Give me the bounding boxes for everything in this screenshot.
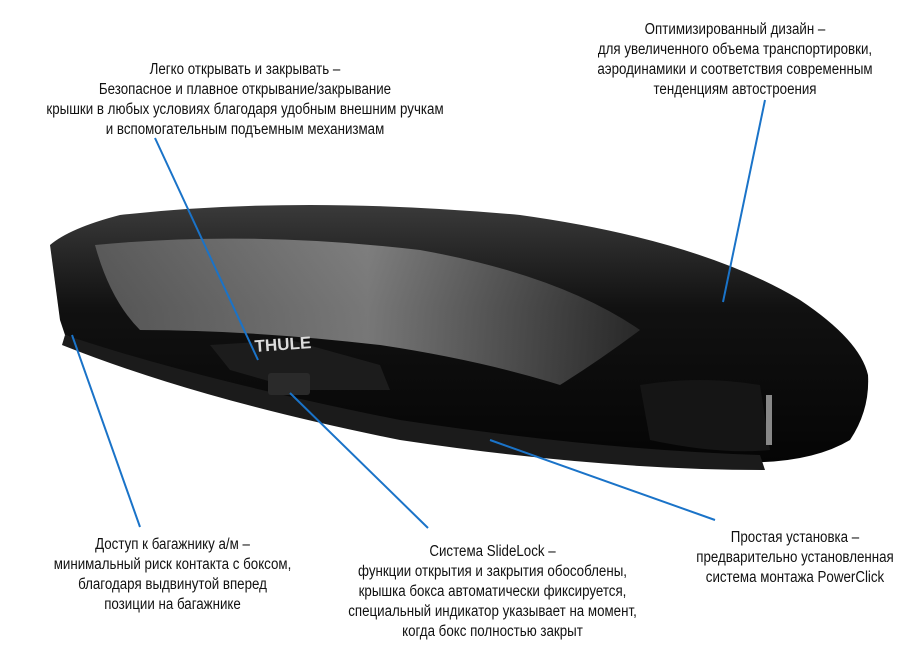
leader-slidelock [289,392,429,529]
callout-line: крышка бокса автоматически фиксируется, [358,583,627,600]
callout-line: аэродинамики и соответствия современным [597,61,873,78]
callout-line: Оптимизированный дизайн – [644,21,826,38]
leader-easy-open [154,137,259,361]
callout-line: минимальный риск контакта с боксом, [53,556,292,573]
leader-design [722,99,766,303]
callout-line: и вспомогательным подъемным механизмам [105,121,385,138]
callout-slidelock: Система SlideLock – функции открытия и з… [327,542,658,642]
callout-line: Система SlideLock – [429,543,556,560]
callout-line: для увеличенного объема транспортировки, [597,41,873,58]
callout-line: предварительно установленная [696,549,894,566]
callout-line: функции открытия и закрытия обособлены, [358,563,627,580]
callout-line: Безопасное и плавное открывание/закрыван… [98,81,392,98]
leader-trunk-access [71,334,141,528]
callout-easy-open: Легко открывать и закрывать – Безопасное… [26,60,465,140]
roof-box: THULE [50,205,869,470]
callout-line: благодаря выдвинутой вперед [78,576,267,593]
slidelock-handle [268,373,310,395]
callout-line: когда бокс полностью закрыт [402,623,583,640]
callout-line: Простая установка – [730,529,860,546]
callout-line: Доступ к багажнику а/м – [95,536,250,553]
callout-line: Легко открывать и закрывать – [149,61,341,78]
thule-logo: THULE [254,333,312,356]
callout-trunk-access: Доступ к багажнику а/м – минимальный рис… [24,535,321,615]
callout-install: Простая установка – предварительно устан… [679,528,911,588]
callout-design: Оптимизированный дизайн – для увеличенно… [567,20,902,100]
callout-line: крышки в любых условиях благодаря удобны… [46,101,444,118]
callout-line: позиции на багажнике [104,596,241,613]
callout-line: система монтажа PowerClick [705,569,885,586]
callout-line: специальный индикатор указывает на момен… [348,603,637,620]
leader-lines [71,99,766,529]
callout-line: тенденциям автостроения [653,81,817,98]
leader-install [489,439,716,521]
